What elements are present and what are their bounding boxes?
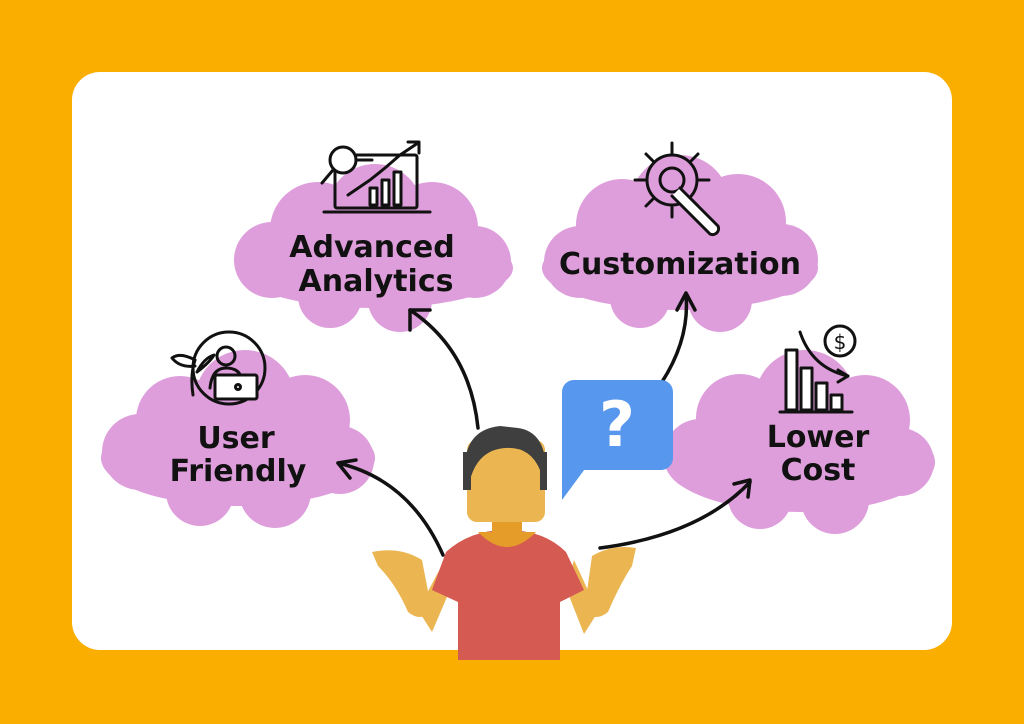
analytics-chart-icon [320, 140, 432, 214]
arrow-to-advanced-analytics [408, 308, 480, 430]
cloud-lower-cost [664, 350, 935, 534]
cost-decrease-chart-icon: $ [778, 324, 857, 414]
user-laptop-icon [170, 330, 267, 406]
cloud-advanced-analytics [234, 164, 513, 332]
question-mark: ? [599, 388, 635, 461]
advanced-analytics-label-line2: Analytics [299, 264, 454, 299]
customization-label: Customization [559, 247, 801, 282]
user-friendly-label-line1: User [197, 421, 275, 456]
advanced-analytics-label-line1: Advanced [289, 230, 454, 265]
lower-cost-label-line1: Lower [767, 420, 870, 455]
user-friendly-label-line2: Friendly [170, 454, 307, 489]
question-speech-bubble: ? [562, 380, 673, 500]
arrow-to-user-friendly [336, 458, 445, 557]
cloud-user-friendly [101, 350, 375, 528]
gear-wrench-icon [633, 141, 721, 237]
arrow-to-customization [658, 291, 697, 387]
svg-text:$: $ [834, 330, 847, 354]
lower-cost-label-line2: Cost [781, 453, 856, 488]
shrugging-person [372, 426, 636, 660]
arrow-to-lower-cost [598, 478, 752, 550]
